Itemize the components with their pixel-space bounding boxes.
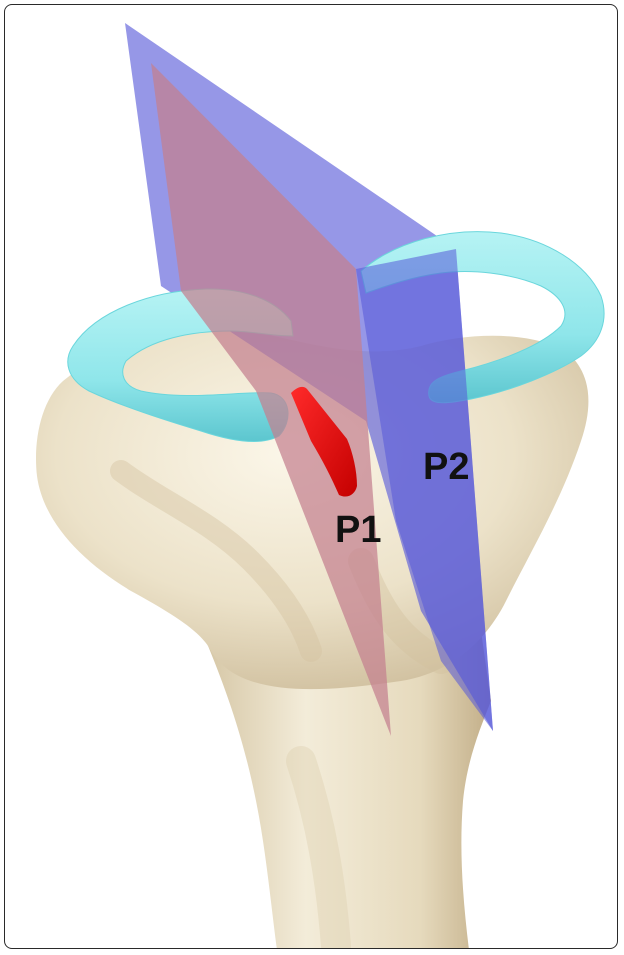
figure-frame: P1 P2 <box>4 4 618 949</box>
knee-3d-render: P1 P2 <box>5 5 618 949</box>
label-p2: P2 <box>423 446 469 488</box>
label-p1: P1 <box>335 509 381 551</box>
